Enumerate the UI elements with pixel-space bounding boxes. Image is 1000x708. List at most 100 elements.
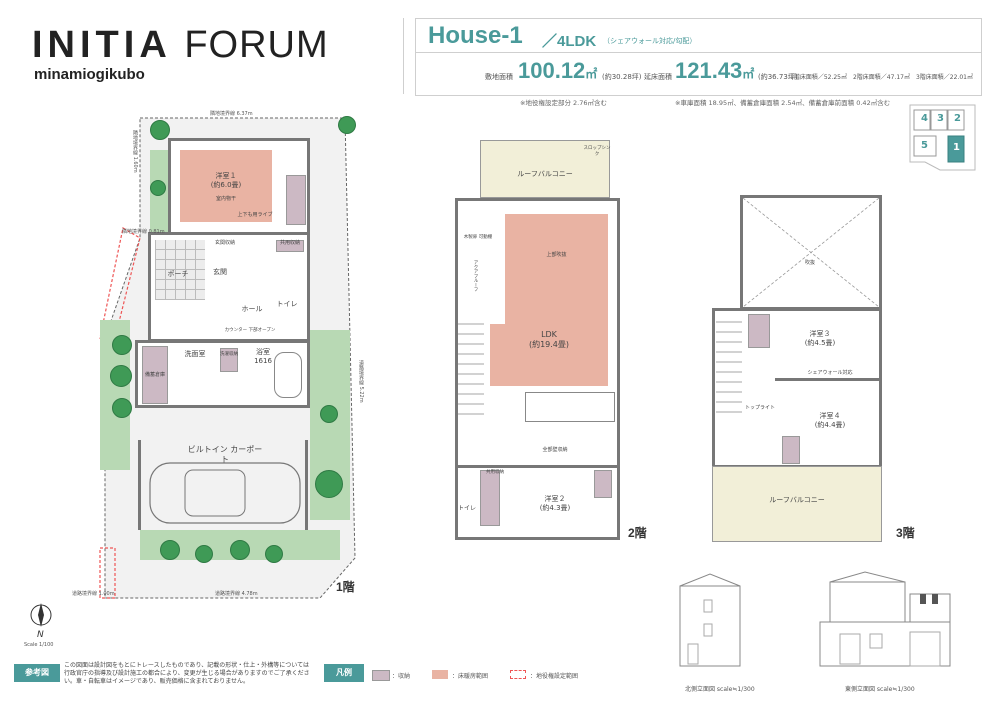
house-name: House-1 [428,22,523,49]
room1-label: 洋室１(約6.0畳) [210,172,242,189]
dim-right: 道路境界線 5.22m [358,360,364,403]
room1-note: 室内物干 [215,196,236,202]
shared-storage-f2-label: 共用収納 [486,470,504,475]
legend-storage-swatch [372,670,390,681]
porch-label: ポーチ [167,270,189,278]
header-rule [415,52,982,53]
garage-label: ビルトイン カーポート [187,445,263,464]
site-area-tsubo: (約30.28坪) [602,73,642,81]
tree [338,116,356,134]
toilet-f1-label: トイレ [276,300,298,308]
shared-storage-label: 共用収納 [279,240,300,246]
roof-balcony-f2-label: ルーフバルコニー [517,170,573,178]
east-elevation-label: 東側立面図 scale≒1/300 [845,686,915,693]
north-elevation-label: 北側立面図 scale≒1/300 [685,686,755,693]
entrance-label: 玄関 [213,268,227,276]
tree [265,545,283,563]
room4-label: 洋室４(約4.4畳) [814,412,846,429]
void-cross [743,198,879,307]
loft-label: アクアフルーフ [473,260,478,292]
tree [315,470,343,498]
floor-area-label: 延床面積 [644,73,672,81]
reference-text: この図面は設計図をもとにトレースしたものであり、記載の形状・仕上・外構等について… [64,662,310,686]
floor3-partition [775,378,882,381]
legend-tag: 凡例 [324,664,364,682]
floor-area-value: 121.43㎡ [675,58,755,83]
bathtub-icon [274,352,302,398]
lot-3: 3 [937,113,944,124]
room1-note2: 上下も用ライブ [237,212,273,218]
north-label: N [37,630,44,640]
roof-balcony-f3-label: ルーフバルコニー [769,496,825,504]
brand-logo: INITIA FORUM [32,24,329,67]
tree [112,398,132,418]
upper-void-floor [505,214,608,324]
garage-area [138,440,308,530]
header-box [415,18,982,96]
dim-bl: 道路境界線 1.00m [72,591,115,597]
plan-scale: Scale 1/100 [24,642,54,648]
closet-f2 [594,470,612,498]
closet-f3a [748,314,770,348]
car-icon [149,462,301,524]
legend-easement-swatch [510,670,526,679]
top-light-label: トップライト [745,405,776,411]
lot-5: 5 [921,140,928,151]
room3-label: 洋室３(約4.5畳) [804,330,836,347]
hall-label: ホール [241,305,263,313]
layout-type: ／4LDK [542,33,597,50]
dim-top: 隣地境界線 6.37m [210,111,253,117]
easement-note: ※地役権設定部分 2.76㎡含む [520,99,607,107]
toilet-f2-label: トイレ [457,505,476,512]
lot-2: 2 [954,113,961,124]
dim-left2: 隣地境界線 0.81m [122,229,165,235]
tree [195,545,213,563]
layout-note: （シェアウォール対応/勾配） [603,37,697,45]
floor2-label: 2階 [628,526,647,540]
garage-note: ※車庫面積 18.95㎡、備蓄倉庫面積 2.54㎡、備蓄倉庫前面積 0.42㎡含… [675,99,891,107]
counter-label: カウンター 下部オープン [224,328,276,333]
north-arrow-icon [30,603,52,627]
site-area-label: 敷地面積 [485,73,513,81]
lot-4: 4 [921,113,928,124]
tree [160,540,180,560]
legend-floor-swatch [432,670,448,679]
room2-label: 洋室２(約4.3畳) [539,495,571,512]
floor1-label: 1階 [336,580,355,594]
floor-breakdown: 1階床面積／52.25㎡ 2階床面積／47.17㎡ 3階床面積／22.01㎡ [790,74,973,81]
closet-f3b [782,436,800,464]
closet-f1 [286,175,306,225]
storage-room [142,346,168,404]
upper-void-label: 上部吹抜 [546,252,567,258]
tree [320,405,338,423]
floor-area-tsubo: (約36.73坪) [758,73,798,81]
slop-sink-label: スロップシンク [583,146,611,157]
tree [150,120,170,140]
stairs-f3 [716,321,742,413]
lot-key-map [909,104,976,171]
floor2-partition [455,465,620,468]
site-area-value: 100.12㎡ [518,58,598,83]
linen-storage [220,348,238,372]
reference-tag: 参考図 [14,664,60,682]
ldk-heated-floor [490,324,608,386]
floor3-label: 3階 [896,526,915,540]
ldk-label: LDK(約19.4畳) [528,330,570,349]
tree [110,365,132,387]
legend-storage-label: ：収納 [392,673,411,680]
shelf-label: 木製扉 可動棚 [463,235,493,240]
roof-balcony-f3 [712,466,882,542]
legend-easement-label: ：地役権設定範囲 [530,673,579,680]
washroom-label: 洗面室 [184,350,206,358]
kitchen-counter [525,392,615,422]
east-elevation [819,571,951,667]
linen-label: 洗濯収納 [220,352,238,357]
roof-balcony-f2 [480,140,610,198]
north-elevation [679,573,741,667]
dim-bottom: 道路境界線 4.78m [215,591,258,597]
legend-floor-label: ：床暖房範囲 [452,673,489,680]
header-divider [403,18,404,94]
void-label: 吹抜 [804,260,815,266]
full-storage-label: 全部壁収納 [542,447,568,453]
brand-bold: INITIA [32,24,172,66]
